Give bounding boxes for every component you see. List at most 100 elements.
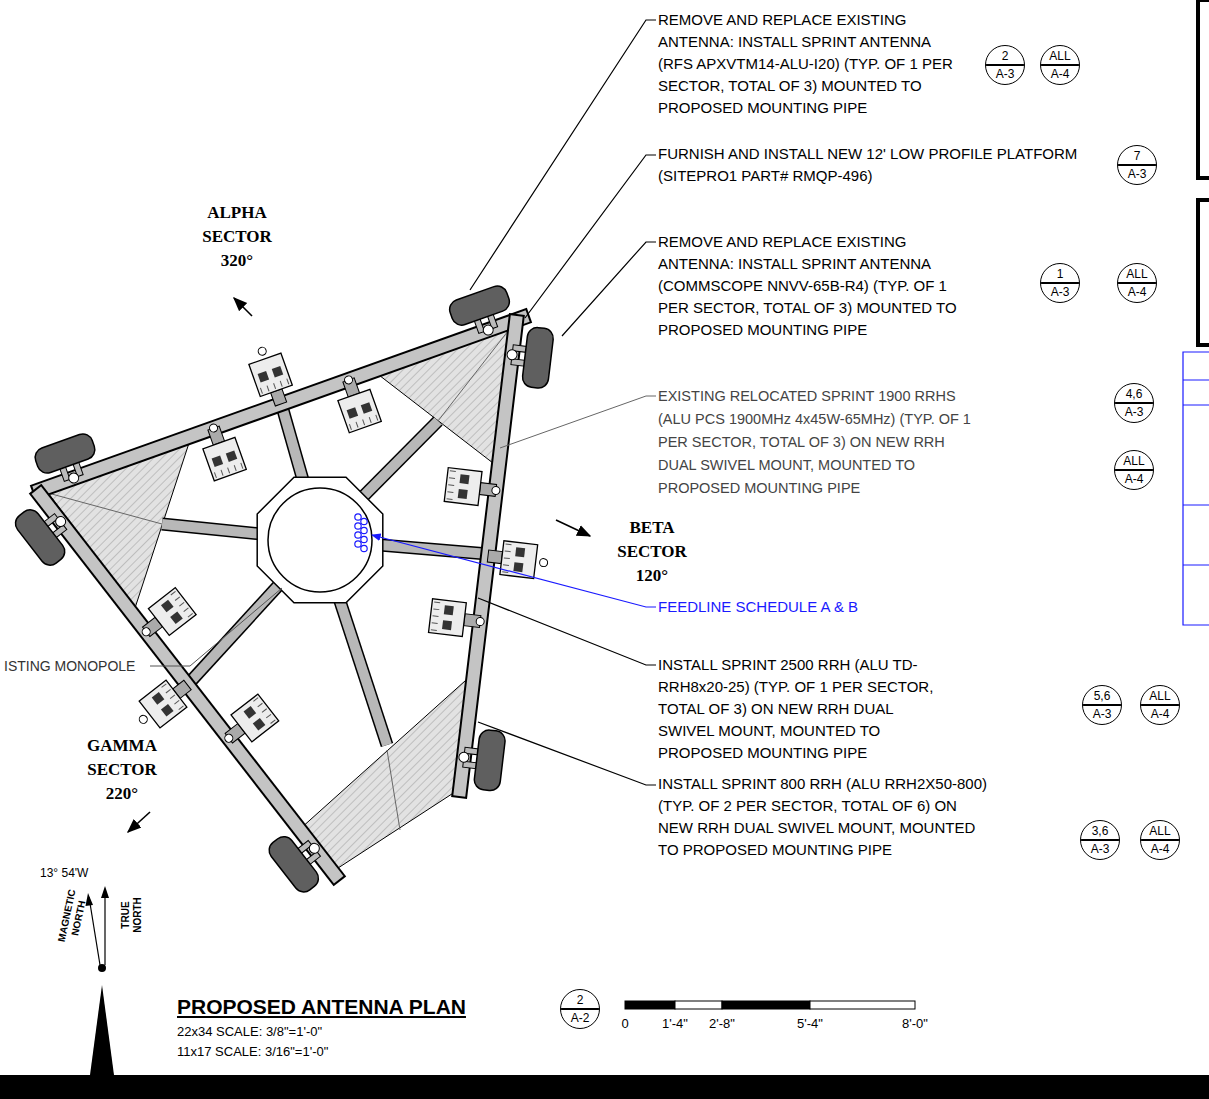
rrh-body [429,599,467,637]
rrh-unit [196,419,246,481]
rrh-fin [363,420,365,426]
rrh-fin [184,608,189,612]
callout-number: A-4 [1128,284,1147,300]
detail-callout-bubble: 2A-3 [985,45,1025,85]
frame [1198,200,1209,345]
magnetic-north-line [89,897,100,965]
drawing-title: PROPOSED ANTENNA PLAN [177,995,466,1019]
callout-number: A-3 [1093,706,1112,722]
bubble-divider [1081,839,1119,841]
callout-number: A-3 [996,66,1015,82]
rrh-fin [376,415,378,421]
mount-pipe [476,617,485,626]
detail-callout-bubble: ALLA-4 [1140,685,1180,725]
rrh-fin [266,714,271,718]
mount-pipe [539,558,548,567]
bubble-divider [986,64,1024,66]
table-rule [1183,505,1209,506]
mount-pipe [482,324,495,337]
mount-pipe [343,375,353,385]
scale-note: 22x34 SCALE: 3/8"=1'-0" [177,1023,322,1041]
detail-callout-bubble: ALLA-4 [1040,45,1080,85]
bubble-divider [1041,282,1079,284]
scale-segment [810,1001,915,1009]
sector-arrow [556,520,590,536]
rrh-port [444,605,454,615]
table-rule [1183,380,1209,381]
leader-line [150,588,282,666]
rrh-fin [449,477,455,479]
callout-number: 7 [1134,148,1141,164]
rrh-body [500,541,538,579]
antenna [32,431,103,493]
compass-pointer [90,985,114,1075]
rrh-body [148,588,196,636]
rrh-port [244,706,257,719]
table-rule [1183,565,1209,566]
scale-segment [722,1001,810,1009]
antenna [11,495,83,569]
rrh-port [170,611,183,624]
table-frame [1183,352,1209,625]
rrh-port [347,407,358,418]
rrh-fin [504,557,510,559]
rrh-port [272,366,283,377]
title-block-bar [0,1075,1209,1099]
bubble-divider [1115,402,1153,404]
rrh-fin [503,564,509,566]
rrh-fin [369,417,371,423]
rrh-fin [280,381,282,387]
rrh-fin [228,468,230,474]
rrh-fin [166,689,171,693]
callout-number: A-3 [1128,166,1147,182]
compass-dot [98,964,106,972]
rrh-fin [175,597,180,601]
rrh-port [361,402,372,413]
leader-line [562,242,656,336]
sector-arrows [128,298,590,832]
north-label: TRUE NORTH [120,893,144,937]
callout-number: A-3 [1125,404,1144,420]
collar-mount [257,477,383,603]
face-pipe [40,318,522,490]
rrh-fin [253,698,258,702]
monopole-label: ISTING MONOPOLE [2,657,137,675]
detail-callout-bubble: ALLA-4 [1117,263,1157,303]
rrh-fin [433,615,439,617]
rrh-port [458,489,468,499]
sector-label: BETA SECTOR 120° [602,516,702,588]
rrh-fin [448,484,454,486]
rrh-port [442,620,452,630]
rrh-port [161,600,174,613]
rrh-port [258,371,269,382]
rrh-fin [262,709,267,713]
arrow-head [101,886,109,898]
rrh-fin [174,700,179,704]
antenna-body [32,431,97,476]
callout-number: A-4 [1151,841,1170,857]
dimension-label: 5'-4" [797,1016,823,1032]
antenna [455,727,506,792]
north-arrow [86,886,115,1075]
bubble-divider [1141,704,1179,706]
callout-note: INSTALL SPRINT 800 RRH (ALU RRH2X50-800)… [658,773,993,861]
rrh-unit [245,342,297,410]
rrh-body [203,437,246,480]
rrh-fin [274,383,276,389]
callout-note: REMOVE AND REPLACE EXISTING ANTENNA: INS… [658,231,963,341]
brace-line [387,750,400,830]
rrh-fin [171,591,176,595]
rrh-fin [434,601,440,603]
callout-number: 2 [577,992,584,1008]
callout-number: A-3 [1051,284,1070,300]
true-north-line [104,890,105,965]
rrh-fin [258,703,263,707]
antenna [447,283,518,345]
rrh-fin [431,629,437,631]
rrh-fin [506,543,512,545]
detail-callout-bubble: 3,6A-3 [1080,820,1120,860]
rrh-port [513,562,523,572]
hatched-grating [300,672,475,870]
rrh-fin [188,613,193,617]
